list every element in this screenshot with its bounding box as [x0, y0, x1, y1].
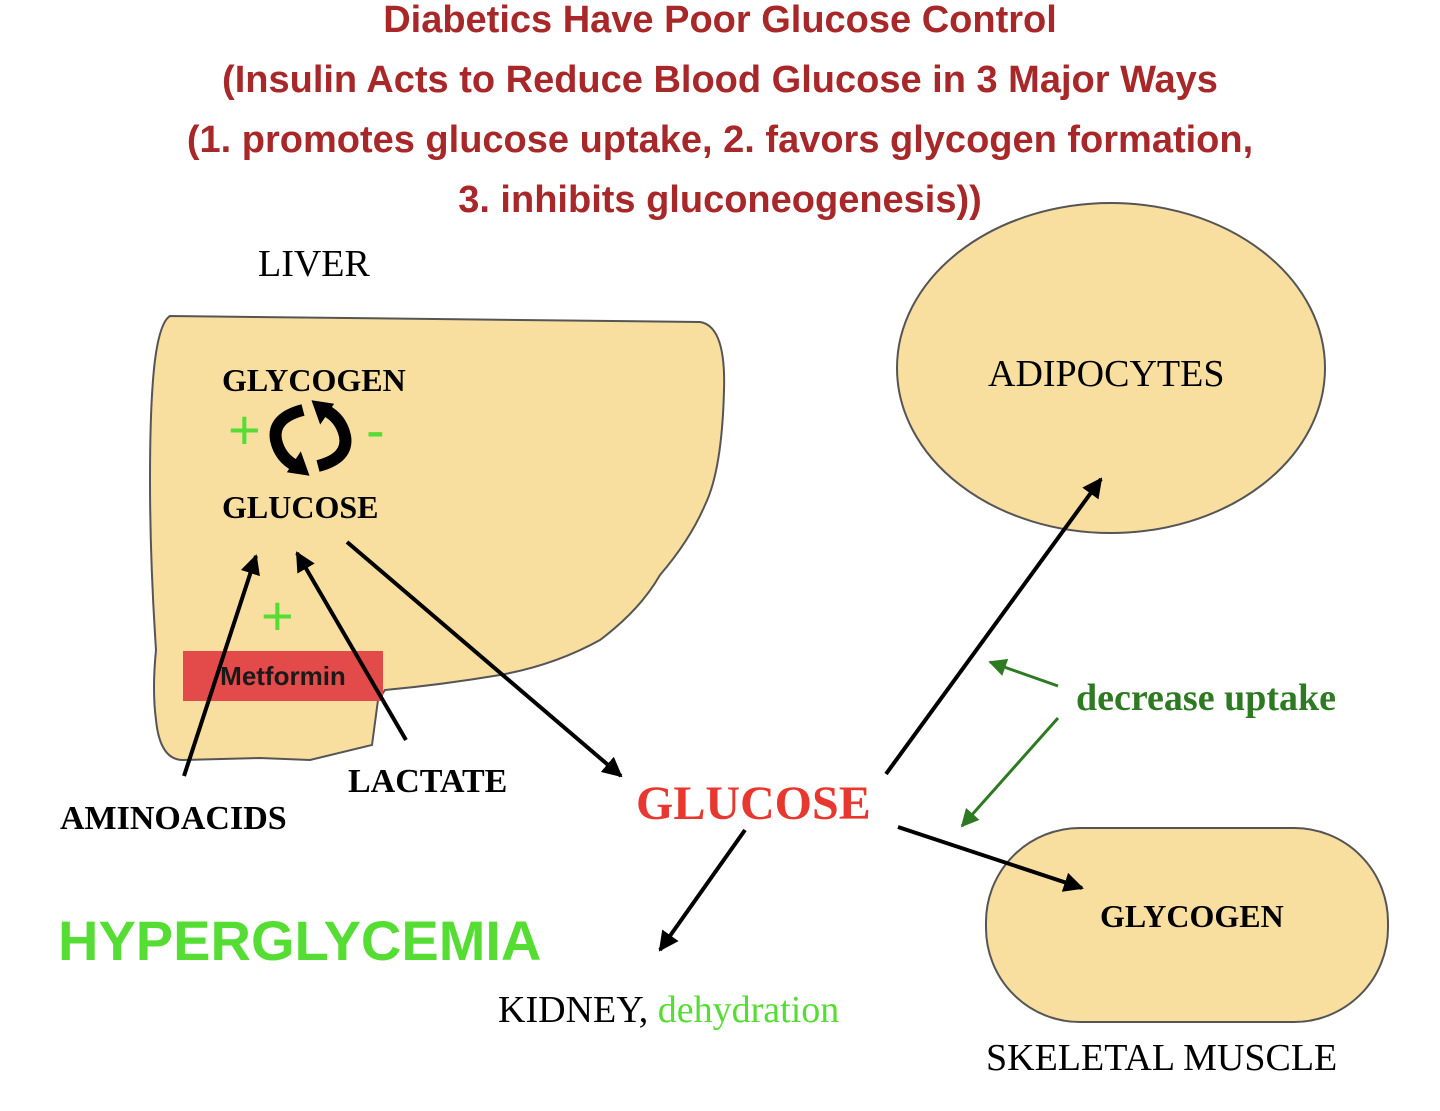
blood-glucose-label: GLUCOSE [636, 777, 871, 830]
arrow-glucose-to-adipocytes [884, 477, 1103, 776]
title-line-3: (1. promotes glucose uptake, 2. favors g… [186, 119, 1254, 161]
liver-glucose-label: GLUCOSE [222, 489, 379, 525]
kidney-label: KIDNEY, [498, 989, 649, 1031]
arrow-aminoacids-to-glucose [182, 554, 260, 777]
gluconeogenesis-plus-sign: + [261, 584, 294, 647]
adipocytes-label: ADIPOCYTES [988, 353, 1225, 395]
arrow-glucose-to-muscle [897, 825, 1084, 892]
title-line-2: (Insulin Acts to Reduce Blood Glucose in… [222, 59, 1218, 101]
hyperglycemia-label: HYPERGLYCEMIA [58, 909, 542, 972]
liver-glycogen-label: GLYCOGEN [222, 362, 406, 398]
decrease-uptake-label: decrease uptake [1076, 677, 1336, 719]
skeletal-muscle-cell [985, 827, 1389, 1023]
arrow-liver-to-blood-glucose [345, 540, 623, 778]
liver-shape [148, 314, 726, 762]
arrow-glucose-to-kidney [658, 828, 747, 952]
cycle-arrows-icon [269, 400, 352, 476]
dehydration-label: dehydration [657, 989, 840, 1031]
liver-label: LIVER [258, 243, 370, 285]
title-line-4: 3. inhibits gluconeogenesis)) [458, 179, 982, 221]
glycogenolysis-minus-sign: - [366, 398, 385, 461]
skeletal-muscle-label: SKELETAL MUSCLE [986, 1037, 1338, 1079]
adipocytes-cell [896, 202, 1326, 534]
arrow-decrease-uptake-muscle [960, 717, 1060, 828]
title-line-1: Diabetics Have Poor Glucose Control [383, 0, 1057, 41]
muscle-glycogen-label: GLYCOGEN [1100, 898, 1284, 934]
lactate-label: LACTATE [348, 763, 508, 800]
metformin-label: Metformin [220, 660, 346, 691]
aminoacids-label: AMINOACIDS [60, 800, 287, 837]
kidney-line: KIDNEY, dehydration [498, 988, 839, 1032]
glycogenesis-plus-sign: + [228, 398, 261, 461]
arrow-decrease-uptake-adipocytes [988, 658, 1059, 688]
arrow-lactate-to-glucose [295, 551, 408, 742]
